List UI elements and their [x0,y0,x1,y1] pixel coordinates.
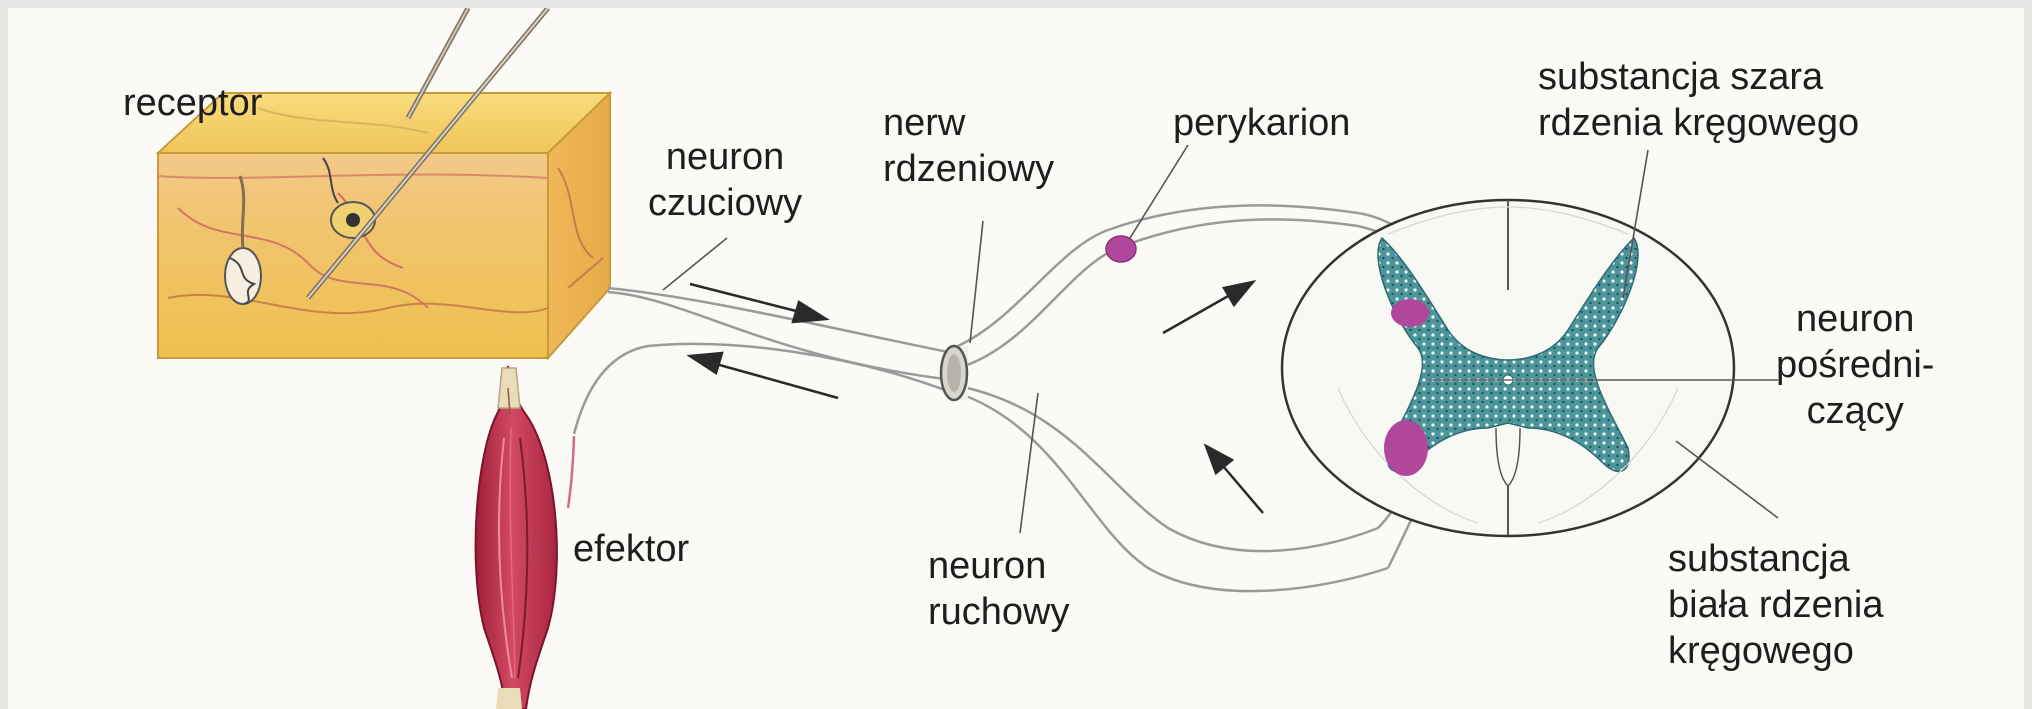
muscle [476,366,557,709]
label-motor-neuron: neuron ruchowy [928,543,1070,635]
label-interneuron-line3: czący [1776,388,1934,434]
label-spinal-nerve: nerw rdzeniowy [883,100,1054,192]
label-white-matter-line2: biała rdzenia [1668,582,1883,628]
label-interneuron: neuron pośredni- czący [1776,296,1934,434]
label-perikaryon-text: perykarion [1173,100,1350,146]
label-gray-matter: substancja szara rdzenia kręgowego [1538,54,1859,146]
skin-block [158,8,610,358]
label-receptor-text: receptor [123,80,262,126]
label-motor-neuron-line2: ruchowy [928,589,1070,635]
label-perikaryon: perykarion [1173,100,1350,146]
label-sensory-neuron-line1: neuron [648,134,802,180]
label-white-matter: substancja biała rdzenia kręgowego [1668,536,1883,674]
label-effector-text: efektor [573,526,689,572]
label-interneuron-line1: neuron [1776,296,1934,342]
label-spinal-nerve-line1: nerw [883,100,1054,146]
label-gray-matter-line1: substancja szara [1538,54,1859,100]
label-effector: efektor [573,526,689,572]
spinal-cord-section [1282,200,1734,536]
label-motor-neuron-line1: neuron [928,543,1070,589]
label-sensory-neuron: neuron czuciowy [648,134,802,226]
label-sensory-neuron-line2: czuciowy [648,180,802,226]
motor-fibre-end [568,436,574,508]
label-spinal-nerve-line2: rdzeniowy [883,146,1054,192]
label-white-matter-line3: kręgowego [1668,628,1883,674]
reflex-arc-diagram: receptor neuron czuciowy nerw rdzeniowy … [8,8,2024,709]
nerve-cross-section [941,346,968,400]
label-interneuron-line2: pośredni- [1776,342,1934,388]
label-white-matter-line1: substancja [1668,536,1883,582]
label-gray-matter-line2: rdzenia kręgowego [1538,100,1859,146]
perikaryon-cell-body [1106,236,1136,262]
label-receptor: receptor [123,80,262,126]
